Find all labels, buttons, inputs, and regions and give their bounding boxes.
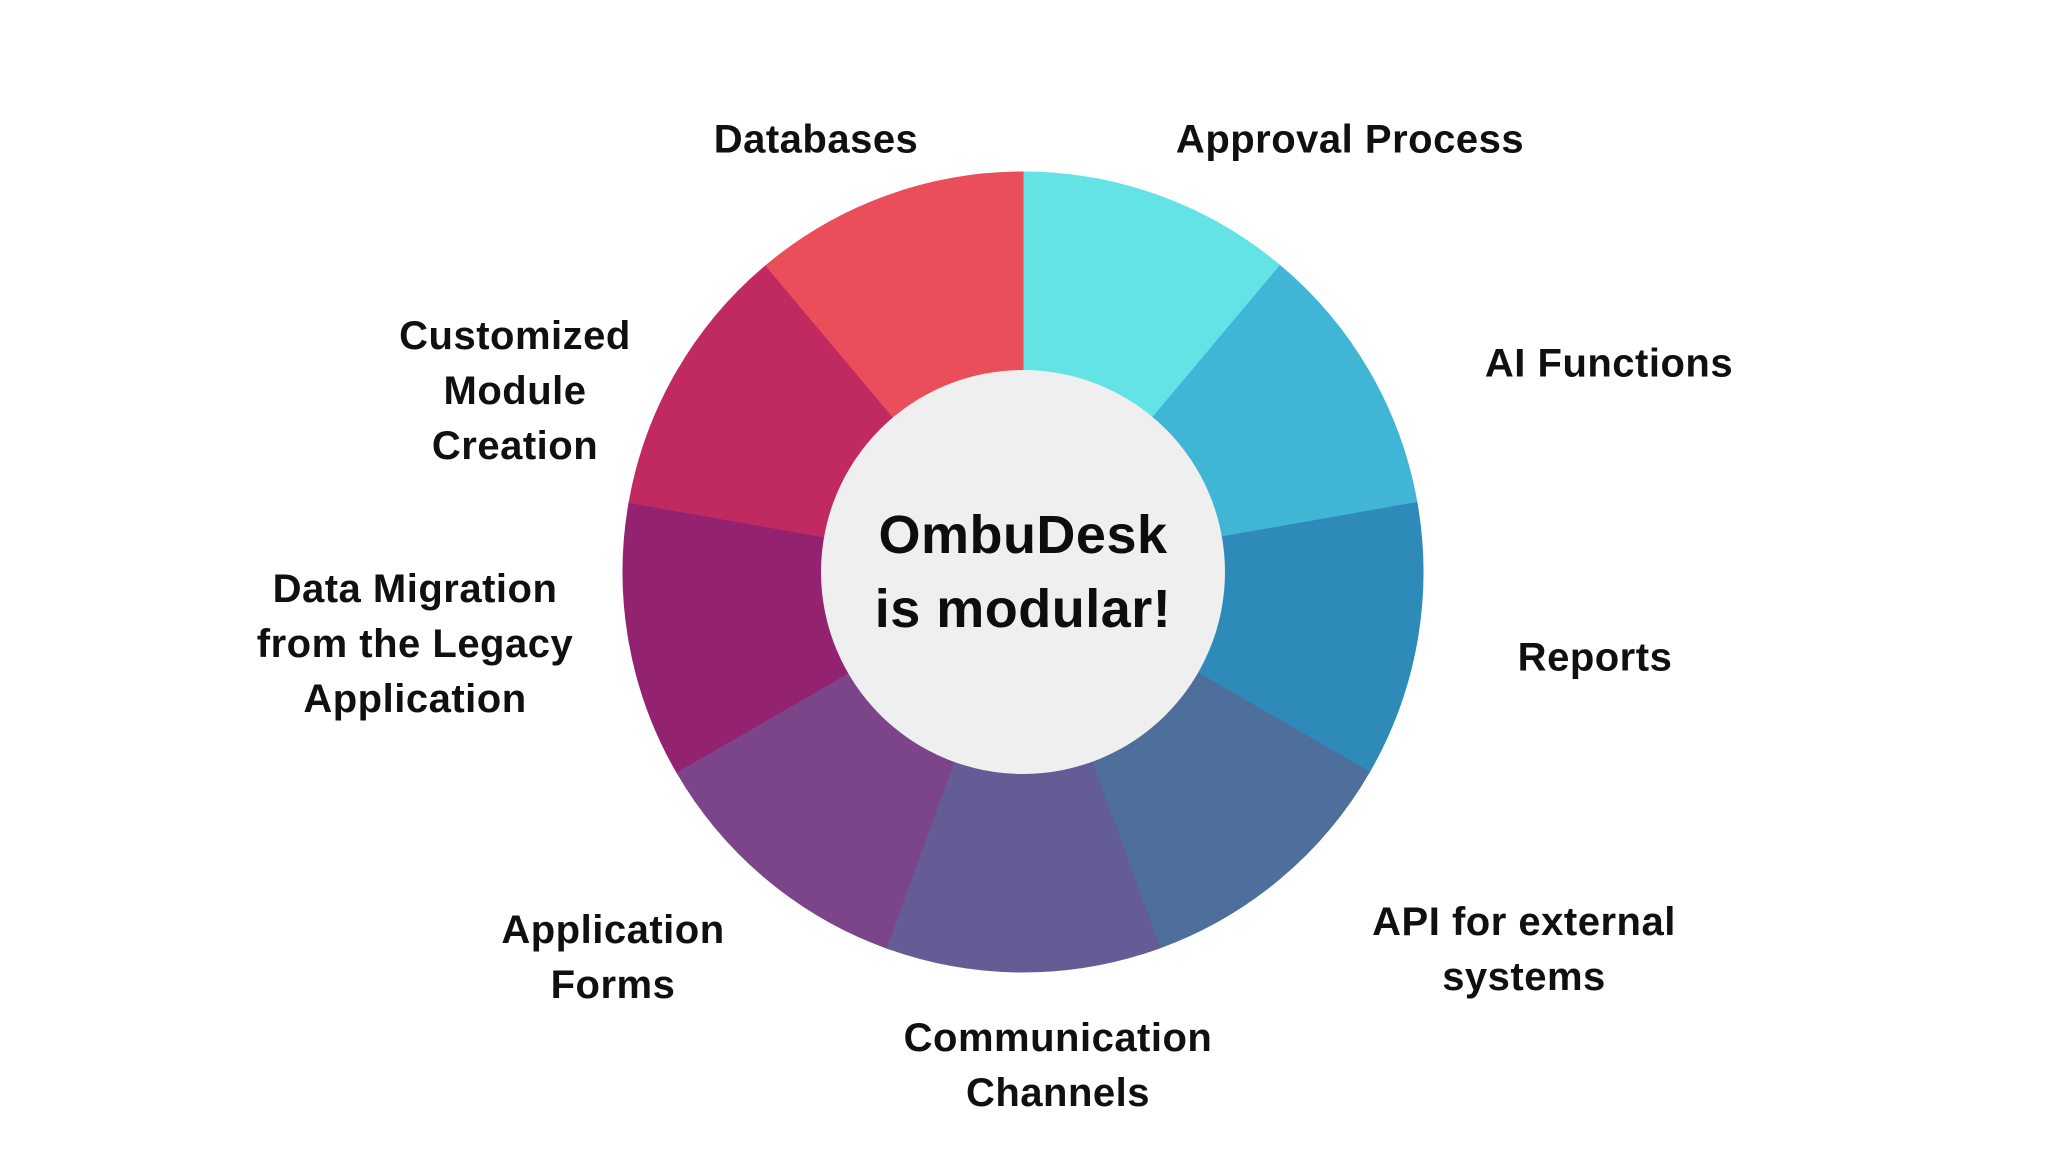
slice-label-application-forms: Application Forms — [501, 907, 725, 1007]
donut-center-text-line2: is modular! — [874, 579, 1172, 639]
donut-center-text-line1: OmbuDesk — [878, 505, 1168, 565]
slice-label-data-migration: Data Migration from the Legacy Applicati… — [256, 567, 574, 722]
slice-label-databases: Databases — [713, 117, 919, 162]
slice-label-api-for-external-systems: API for external systems — [1372, 899, 1676, 999]
slice-label-approval-process: Approval Process — [1175, 117, 1525, 162]
donut-center-label: OmbuDesk is modular! — [875, 498, 1172, 646]
donut-hole — [821, 370, 1225, 774]
slice-label-reports: Reports — [1517, 635, 1673, 680]
slice-label-ai-functions: AI Functions — [1484, 341, 1734, 386]
slice-label-customized-module-creation: Customized Module Creation — [399, 314, 631, 469]
slice-label-communication-channels: Communication Channels — [903, 1015, 1213, 1115]
